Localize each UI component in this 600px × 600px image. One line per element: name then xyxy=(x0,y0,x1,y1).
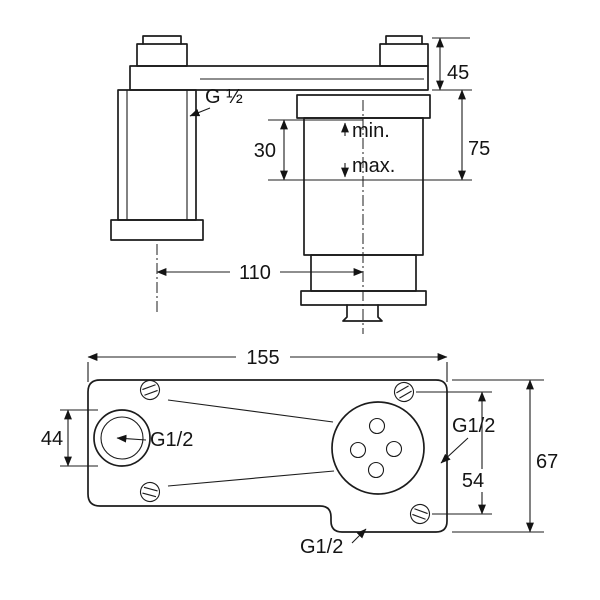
screw-hole-bottom-left xyxy=(139,481,161,503)
front-view-dimensions: 155 44 G1/2 G1/2 54 67 G1/2 xyxy=(41,345,558,558)
thread-bottom-leader xyxy=(351,528,367,544)
left-block-cap xyxy=(142,35,182,45)
thread-right-label: G1/2 xyxy=(452,415,495,437)
housing-hole-right xyxy=(385,440,403,458)
dim-44-label: 44 xyxy=(41,428,63,450)
housing-hole-top xyxy=(368,417,386,435)
thread-top-leader xyxy=(189,107,211,117)
front-view-drawing xyxy=(87,379,448,533)
side-view-drawing xyxy=(110,35,431,334)
thread-right-leader xyxy=(440,437,469,464)
dim-67-label: 67 xyxy=(536,451,558,473)
dim-110-label: 110 xyxy=(239,262,271,284)
dim-54-label: 54 xyxy=(462,470,484,492)
left-valve-base xyxy=(110,219,204,241)
min-label: min. xyxy=(352,120,390,142)
thread-left-leader xyxy=(116,434,147,443)
left-port-inner xyxy=(100,416,144,460)
housing-hole-left xyxy=(349,441,367,459)
left-port-outer xyxy=(93,409,151,467)
spout-arm xyxy=(129,65,429,91)
screw-hole-top-right xyxy=(393,381,415,403)
thread-left-label: G1/2 xyxy=(150,429,193,451)
screw-hole-top-left xyxy=(139,379,161,401)
screw-hole-bottom-right xyxy=(409,503,431,525)
dim-54-mask xyxy=(458,469,490,492)
dim-110-mask xyxy=(230,259,280,284)
dim-155-mask xyxy=(236,345,290,369)
thread-top-label: G ½ xyxy=(205,86,243,108)
bracket-outline xyxy=(87,379,448,533)
left-valve-body xyxy=(117,89,197,221)
web-line-bottom xyxy=(167,470,335,487)
dim-75-label: 75 xyxy=(468,138,490,160)
max-label: max. xyxy=(352,155,395,177)
right-valve-stem xyxy=(342,304,383,322)
dim-45-label: 45 xyxy=(447,62,469,84)
web-line-top xyxy=(167,399,334,423)
side-view-dimensions: 45 75 30 min. max. G ½ 110 xyxy=(156,37,490,284)
left-block xyxy=(136,43,188,67)
thread-bottom-label: G1/2 xyxy=(300,536,343,558)
dim-30-label: 30 xyxy=(254,140,276,162)
housing-hole-bottom xyxy=(367,461,385,479)
dim-155-label: 155 xyxy=(246,347,279,369)
right-block-cap xyxy=(385,35,423,45)
right-housing-circle xyxy=(331,401,425,495)
right-block xyxy=(379,43,429,67)
